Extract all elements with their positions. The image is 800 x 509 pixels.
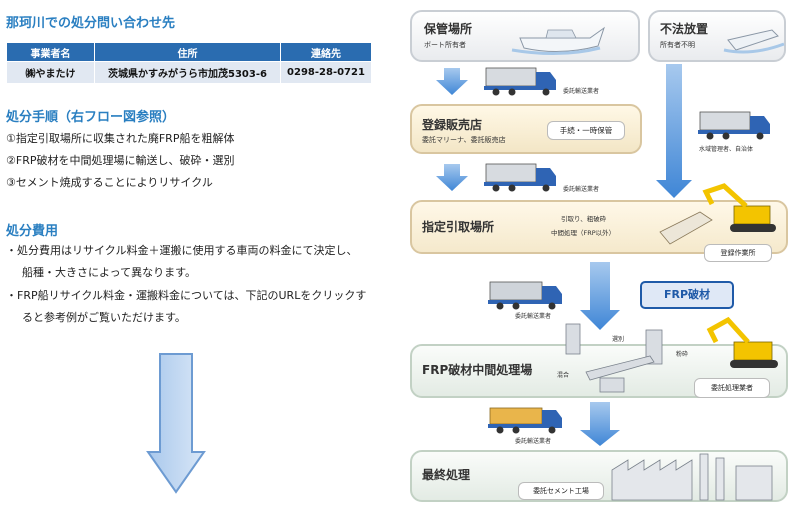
contact-table-header: 事業者名 住所 連絡先 bbox=[6, 42, 372, 62]
truck-icon bbox=[484, 163, 556, 192]
crush-label: 粉砕 bbox=[676, 351, 689, 358]
cost-line-3: ・FRP船リサイクル料金・運搬料金については、下記のURLをクリックす bbox=[6, 289, 367, 302]
contact-section-title: 那珂川での処分問い合わせ先 bbox=[6, 16, 176, 31]
header-phone: 連絡先 bbox=[280, 42, 372, 62]
dealer-sub: 委託マリーナ、委託販売店 bbox=[422, 136, 506, 144]
processing-machinery-icon bbox=[565, 323, 663, 393]
step-2: ②FRP破材を中間処理場に輸送し、破砕・選別 bbox=[6, 154, 235, 167]
sort-label: 選別 bbox=[612, 336, 625, 343]
contractor-tag: 委託処理業者 bbox=[694, 378, 770, 398]
cement-factory-icon bbox=[611, 453, 773, 501]
water-admin-label: 水域管理者、自治体 bbox=[699, 146, 754, 153]
abandoned-boat-icon bbox=[723, 29, 785, 54]
illegal-title: 不法放置 bbox=[660, 22, 709, 36]
cost-section-title: 処分費用 bbox=[6, 224, 59, 239]
excavator-icon bbox=[659, 183, 776, 245]
step-3: ③セメント焼成することによりリサイクル bbox=[6, 176, 213, 189]
plant-tag: 委託セメント工場 bbox=[518, 482, 604, 500]
pickup-worker-tag: 登録作業所 bbox=[704, 244, 772, 262]
down-arrow-icon bbox=[146, 353, 206, 494]
truck-label-2: 委託輸送業者 bbox=[563, 186, 600, 193]
dealer-tag: 手続・一時保管 bbox=[547, 121, 625, 140]
storage-title: 保管場所 bbox=[424, 22, 473, 36]
truck-label-3: 委託輸送業者 bbox=[515, 313, 552, 320]
cell-phone: 0298-28-0721 bbox=[280, 61, 372, 84]
truck-label-4: 委託輸送業者 bbox=[515, 438, 552, 445]
contact-table: 事業者名 住所 連絡先 ㈱やまたけ 茨城県かすみがうら市加茂5303-6 029… bbox=[6, 42, 372, 84]
table-row: ㈱やまたけ 茨城県かすみがうら市加茂5303-6 0298-28-0721 bbox=[6, 61, 372, 84]
boat-icon bbox=[511, 26, 605, 56]
mid-processing-title: FRP破材中間処理場 bbox=[422, 363, 533, 377]
mix-label: 混合 bbox=[557, 372, 570, 379]
dealer-title: 登録販売店 bbox=[422, 118, 483, 132]
truck-icon bbox=[484, 67, 556, 96]
truck-label-1: 委託輸送業者 bbox=[563, 88, 600, 95]
pickup-tag-1: 引取り、粗破砕 bbox=[561, 215, 607, 223]
header-address: 住所 bbox=[94, 42, 281, 62]
cost-line-2: 船種・大きさによって異なります。 bbox=[22, 266, 197, 279]
steps-section-title: 処分手順（右フロー図参照） bbox=[6, 110, 176, 125]
truck-icon bbox=[698, 111, 770, 140]
cell-company: ㈱やまたけ bbox=[6, 61, 95, 84]
flow-arrow-icon bbox=[436, 64, 692, 446]
step-1: ①指定引取場所に収集された廃FRP船を粗解体 bbox=[6, 132, 235, 145]
illegal-sub: 所有者不明 bbox=[660, 41, 695, 49]
storage-sub: ボート所有者 bbox=[424, 41, 466, 49]
cost-line-1: ・処分費用はリサイクル料金＋運搬に使用する車両の料金にて決定し、 bbox=[6, 244, 358, 257]
excavator-icon bbox=[706, 316, 778, 368]
pickup-title: 指定引取場所 bbox=[422, 220, 495, 234]
pickup-tag-2: 中間処理（FRP以外） bbox=[551, 229, 616, 237]
cost-line-4: ると参考例がご覧いただけます。 bbox=[22, 311, 186, 324]
truck-icon bbox=[488, 281, 562, 310]
cell-address: 茨城県かすみがうら市加茂5303-6 bbox=[94, 61, 281, 84]
final-title: 最終処理 bbox=[422, 468, 471, 482]
truck-icon bbox=[488, 407, 562, 434]
frp-badge: FRP破材 bbox=[640, 281, 734, 309]
header-company: 事業者名 bbox=[6, 42, 95, 62]
